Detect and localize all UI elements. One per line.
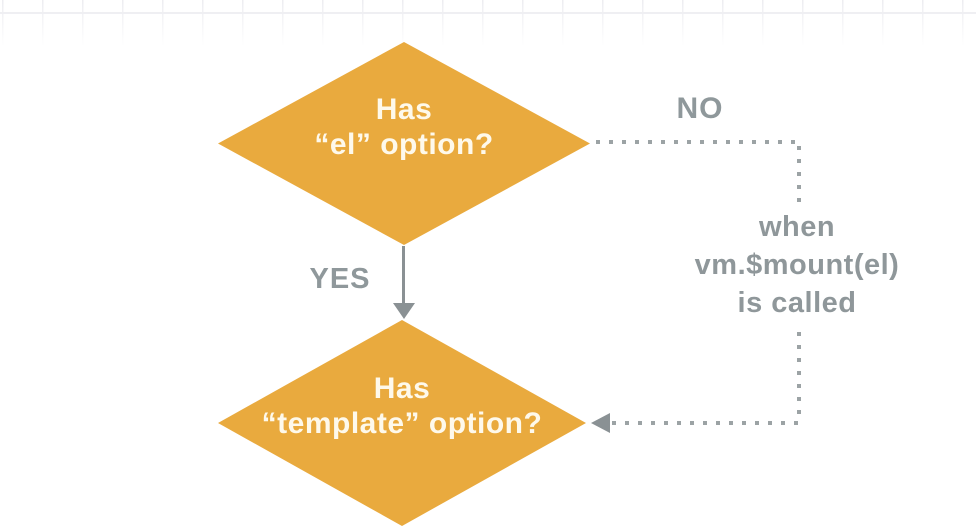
- node-text-line: “el” option?: [314, 127, 494, 161]
- annotation-line: is called: [737, 287, 857, 319]
- dotted-line-no-horizontal: [596, 140, 802, 144]
- node-has-template-option-text: Has “template” option?: [262, 371, 543, 441]
- annotation-line: when: [758, 211, 836, 243]
- node-has-template-option: Has “template” option?: [218, 320, 586, 526]
- arrowhead-down-icon: [393, 303, 415, 319]
- node-text-line: Has: [375, 92, 433, 126]
- background-grid: [0, 0, 976, 48]
- node-has-el-option-text: Has “el” option?: [314, 92, 493, 162]
- node-text-line: Has: [373, 372, 431, 405]
- edge-label-no: NO: [676, 92, 724, 125]
- dotted-line-return-horizontal: [612, 421, 802, 425]
- node-has-el-option: Has “el” option?: [218, 42, 590, 245]
- arrowhead-left-icon: [591, 413, 610, 433]
- node-text-line: “template” option?: [261, 407, 543, 440]
- edge-label-yes: YES: [309, 263, 371, 295]
- annotation-vm-mount: when vm.$mount(el) is called: [647, 208, 947, 322]
- dotted-line-no-vertical-upper: [797, 146, 801, 206]
- annotation-line: vm.$mount(el): [694, 249, 900, 281]
- solid-arrow-line: [402, 246, 405, 305]
- dotted-line-no-vertical-lower: [797, 332, 801, 418]
